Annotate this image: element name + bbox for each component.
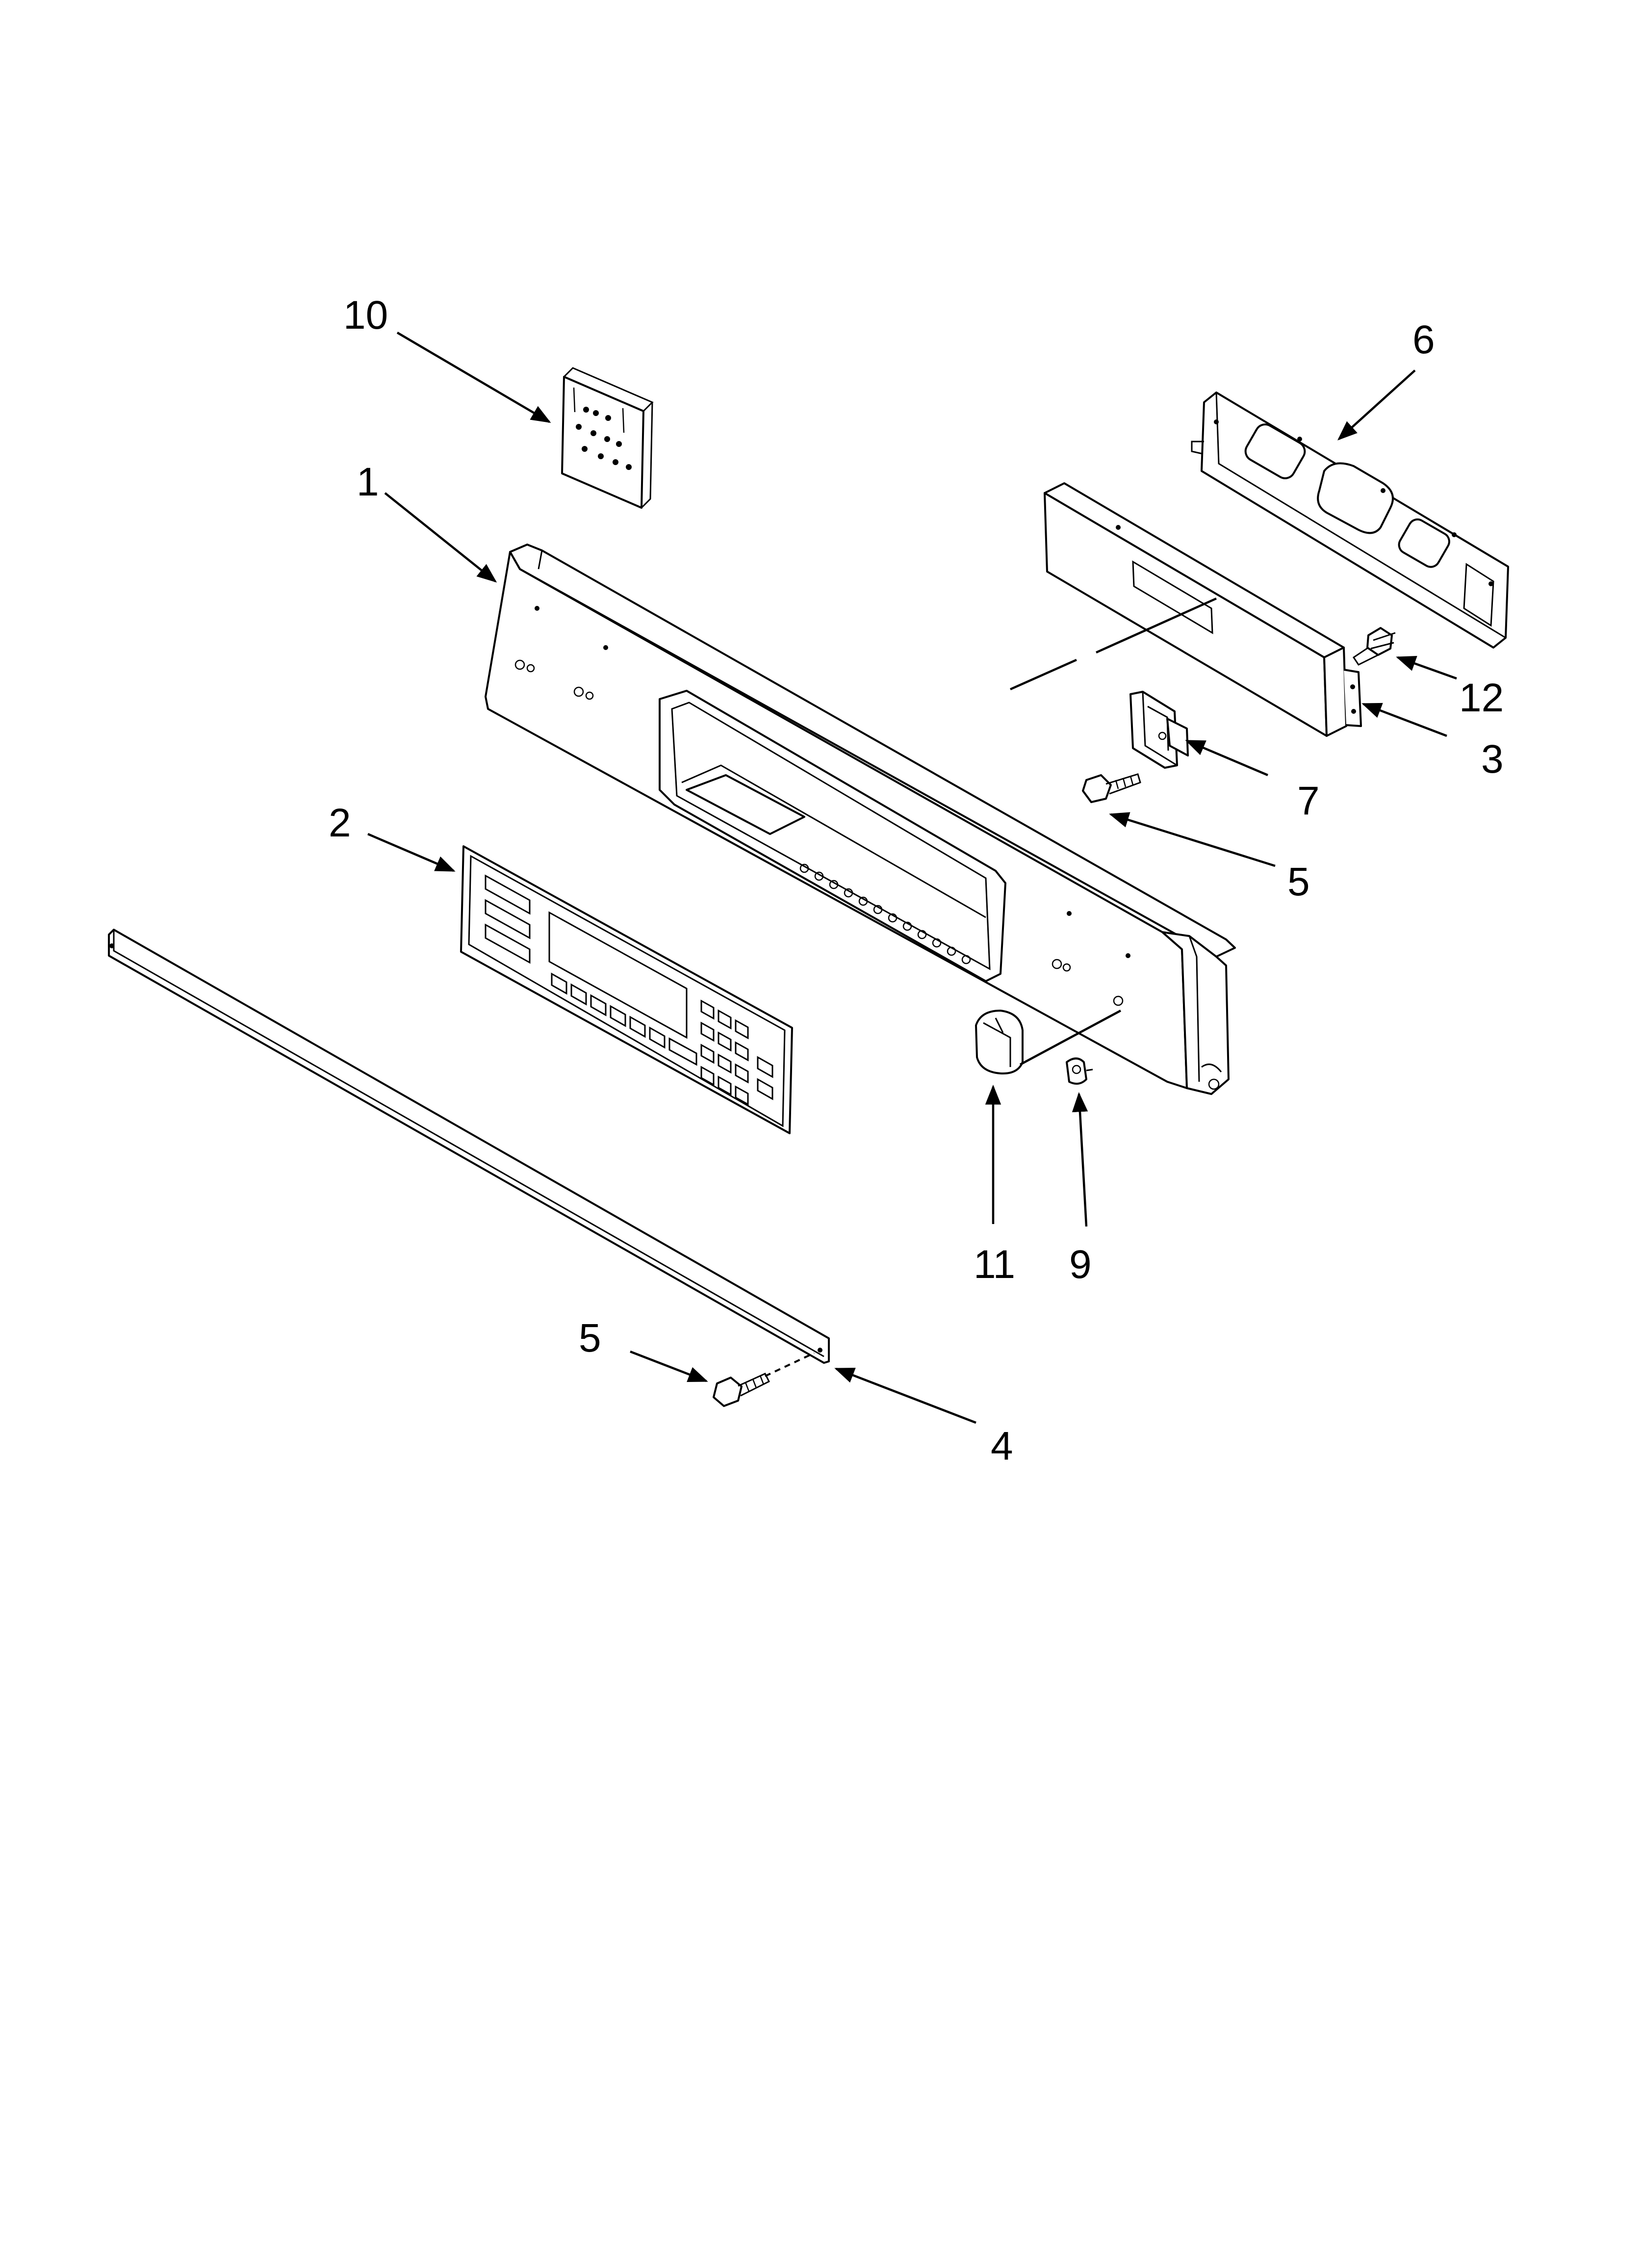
display-buttons-row (799, 863, 971, 965)
callout-4: 4 (991, 1424, 1013, 1468)
leader-7 (1185, 739, 1268, 777)
callout-11: 11 (974, 1242, 1015, 1287)
keypad-grid (700, 999, 773, 1106)
screw-12 (1352, 627, 1396, 666)
part-1-control-panel (485, 544, 1236, 1095)
callout-1: 1 (357, 460, 379, 504)
leader-3 (1361, 703, 1447, 737)
screw-upper-5 (1082, 773, 1141, 803)
leader-part3-slash (1010, 658, 1077, 691)
leader-lines (367, 332, 1457, 1424)
callout-5-lower: 5 (579, 1316, 601, 1360)
leader-5-lower (630, 1350, 708, 1382)
callout-12: 12 (1459, 676, 1504, 720)
leader-knob-to-panel (1019, 1010, 1122, 1066)
part-2-overlay (460, 845, 793, 1134)
part-10-control-board (561, 367, 654, 509)
leader-1 (384, 492, 497, 583)
leader-2 (367, 833, 456, 872)
callout-9: 9 (1069, 1242, 1092, 1287)
callout-10: 10 (343, 293, 388, 338)
callout-3: 3 (1481, 737, 1504, 782)
screw-lower-5 (713, 1373, 770, 1407)
leader-5-upper (1109, 812, 1276, 867)
part-7-bracket (1129, 691, 1189, 769)
part-4-trim-strip (108, 929, 830, 1364)
leader-9 (1072, 1092, 1088, 1227)
callout-labels: 10 1 2 6 12 3 7 5 11 9 5 4 (329, 293, 1504, 1468)
dashed-screw-axis (765, 1352, 815, 1377)
part-9-cap (1066, 1057, 1093, 1085)
leader-6 (1337, 369, 1416, 441)
part-3-control-box (1044, 482, 1362, 737)
leader-part3-box (1096, 597, 1217, 654)
callout-6: 6 (1412, 317, 1435, 362)
part-11-knob (975, 1010, 1024, 1075)
part-6-mounting-bracket (1191, 391, 1509, 649)
callout-5-upper: 5 (1287, 860, 1310, 904)
leader-10 (396, 332, 551, 423)
callout-2: 2 (329, 801, 351, 845)
leader-12 (1396, 656, 1457, 680)
callout-7: 7 (1297, 779, 1320, 823)
leader-4 (834, 1367, 976, 1424)
